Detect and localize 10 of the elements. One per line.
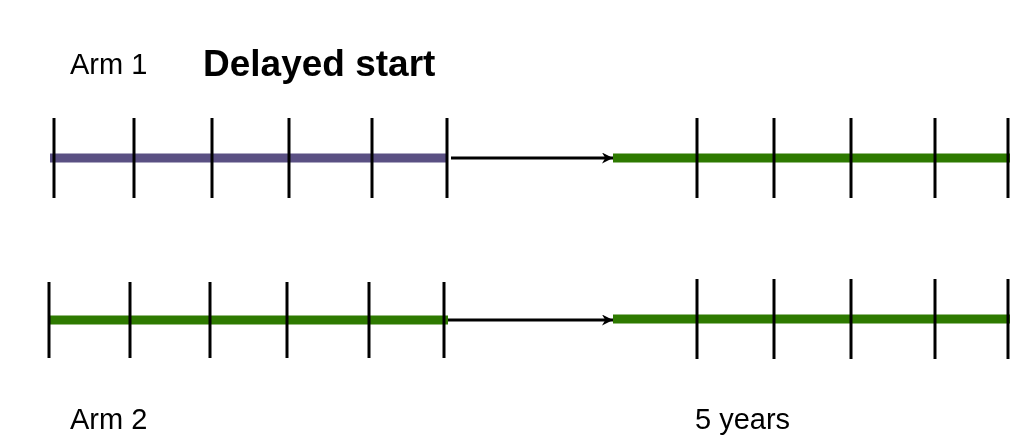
arrow xyxy=(451,152,613,164)
timeline-bar xyxy=(46,282,448,358)
label: Arm 1 xyxy=(70,50,148,79)
arrow xyxy=(448,314,613,326)
timeline-bar xyxy=(50,118,451,198)
title: Delayed start xyxy=(203,45,436,82)
label: 5 years xyxy=(695,405,791,434)
timeline-bar xyxy=(613,279,1012,359)
timeline-bar xyxy=(613,118,1012,198)
label: Arm 2 xyxy=(70,405,148,434)
